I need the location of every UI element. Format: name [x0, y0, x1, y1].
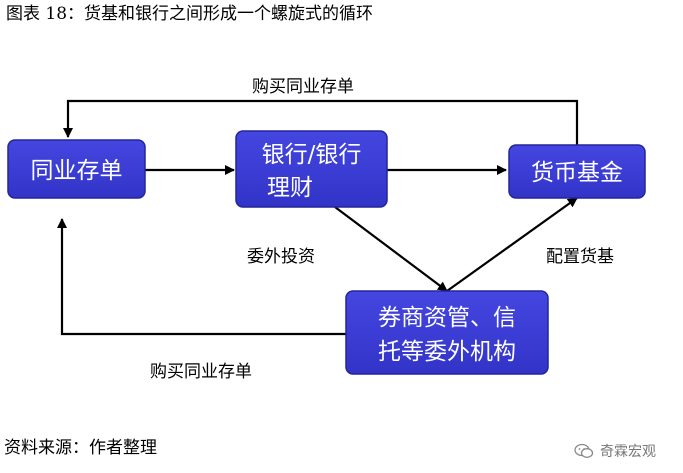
- node-cd: 同业存单: [7, 139, 146, 199]
- arrows: [57, 99, 579, 336]
- node-bank: 银行/银行 理财: [235, 130, 388, 208]
- edge-label-entrust: 委外投资: [247, 247, 315, 267]
- edge-label-bottom-buy: 购买同业存单: [150, 362, 252, 382]
- node-cd-label: 同业存单: [31, 158, 123, 184]
- watermark-text: 奇霖宏观: [600, 444, 656, 460]
- figure-title: 图表 18：货基和银行之间形成一个螺旋式的循环: [6, 4, 374, 24]
- arrow-bank-to-broker: [334, 206, 448, 292]
- node-broker: 券商资管、信 托等委外机构: [345, 290, 549, 375]
- watermark: 奇霖宏观: [574, 440, 656, 462]
- edge-label-top-buy: 购买同业存单: [252, 77, 354, 97]
- arrow-bottom-loop: [57, 218, 346, 336]
- node-broker-label-line1: 券商资管、信: [378, 305, 516, 331]
- wechat-icon: [574, 443, 594, 459]
- node-bank-label-line2: 理财: [267, 175, 313, 201]
- node-broker-label-line2: 托等委外机构: [378, 339, 516, 365]
- node-mmf: 货币基金: [508, 144, 646, 199]
- arrow-broker-to-fund: [446, 197, 578, 292]
- arrow-top-loop: [63, 99, 579, 145]
- edge-label-allocate: 配置货基: [546, 247, 614, 267]
- node-mmf-label: 货币基金: [531, 160, 623, 186]
- node-bank-label-line1: 银行/银行: [262, 142, 362, 168]
- source-note: 资料来源：作者整理: [4, 438, 157, 458]
